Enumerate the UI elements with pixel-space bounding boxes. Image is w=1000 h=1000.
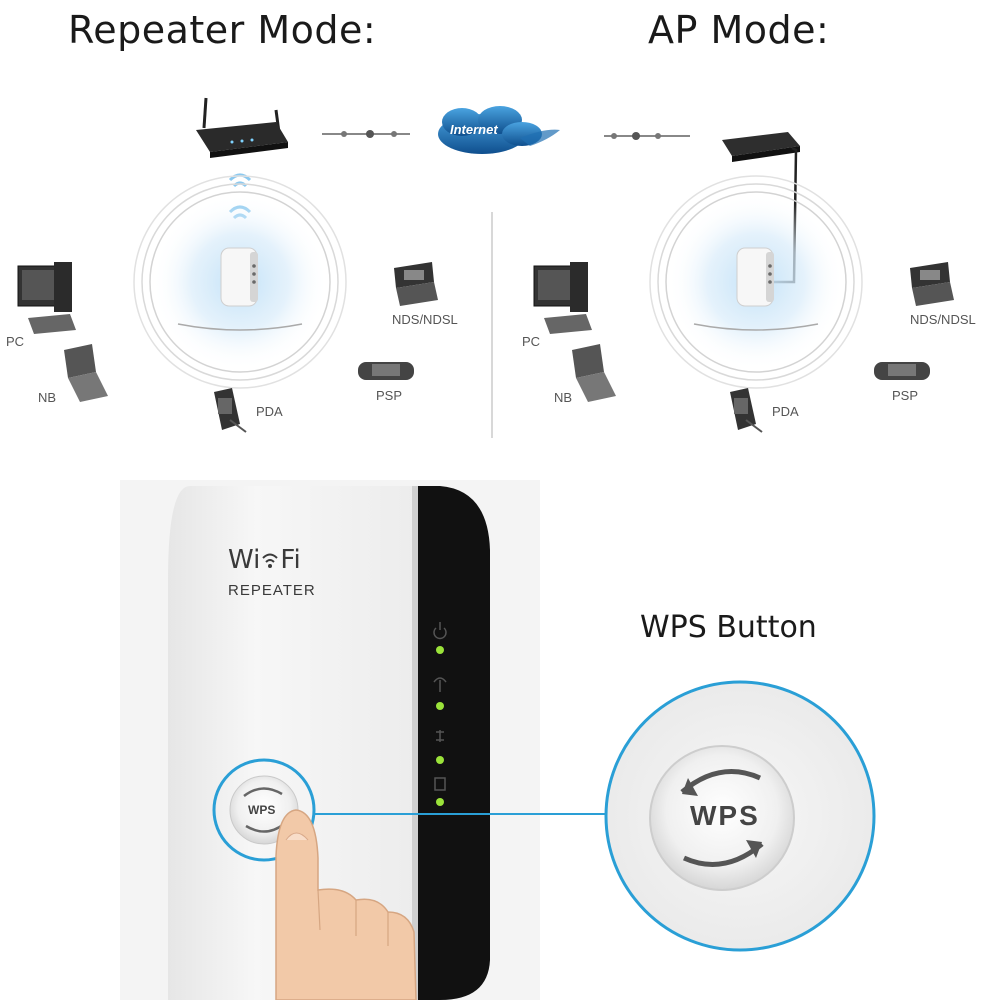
ap-pda-label: PDA: [772, 404, 799, 419]
wps-zoom-circle: [604, 680, 876, 952]
repeater-device: [168, 486, 490, 1000]
ap-pc-icon: [533, 262, 592, 334]
ap-psp-label: PSP: [892, 388, 919, 403]
wps-button-heading: WPS Button: [640, 610, 817, 645]
power-icon: [433, 622, 447, 640]
pc-label: PC: [6, 334, 25, 349]
pda-icon: [214, 388, 247, 433]
ap-coverage: [649, 175, 863, 389]
wifi-brand-logo: Wi Fi: [228, 545, 301, 575]
ap-nds-icon: [910, 262, 954, 306]
finger-icon: [275, 809, 417, 1000]
network-diagram: [17, 97, 954, 438]
ap-nds-label: NDS/NDSL: [910, 312, 976, 327]
internet-label: Internet: [450, 122, 498, 137]
wifi-led: [436, 702, 444, 710]
ap-pda-icon: [730, 388, 763, 433]
laptop-icon: [64, 344, 108, 402]
repeater-coverage: [133, 175, 347, 389]
wps-status-icon: [434, 777, 446, 791]
wifi-logo-icon: [260, 545, 280, 575]
ap-psp-icon: [874, 362, 930, 380]
zoom-wps-label: WPS: [690, 800, 760, 831]
psp-label: PSP: [376, 388, 403, 403]
psp-icon: [358, 362, 414, 380]
pc-icon: [17, 262, 76, 334]
nb-label: NB: [38, 390, 57, 405]
ap-pc-label: PC: [522, 334, 541, 349]
repeater-internet-link: [322, 130, 410, 138]
ap-mode-heading: AP Mode:: [648, 8, 830, 52]
wps-led: [436, 798, 444, 806]
pda-label: PDA: [256, 404, 283, 419]
lan-led: [436, 756, 444, 764]
internet-cloud-icon: [438, 106, 560, 154]
ap-laptop-icon: [572, 344, 616, 402]
wps-illustration: [120, 480, 876, 1000]
nds-label: NDS/NDSL: [392, 312, 458, 327]
nds-icon: [394, 262, 438, 306]
wifi-brand-fi: Fi: [280, 545, 301, 575]
power-led: [436, 646, 444, 654]
lan-icon: [436, 730, 444, 742]
repeater-model-label: REPEATER: [228, 582, 316, 599]
ap-nb-label: NB: [554, 390, 573, 405]
device-wps-label: WPS: [248, 803, 276, 817]
router-icon: [196, 97, 288, 158]
wps-arrow-top-icon: [243, 787, 283, 798]
ap-internet-link: [604, 132, 690, 140]
wifi-antenna-icon: [433, 677, 447, 692]
repeater-mode-heading: Repeater Mode:: [68, 8, 377, 52]
wps-highlight-ring: [212, 758, 316, 862]
wifi-brand-wi: Wi: [228, 545, 261, 575]
